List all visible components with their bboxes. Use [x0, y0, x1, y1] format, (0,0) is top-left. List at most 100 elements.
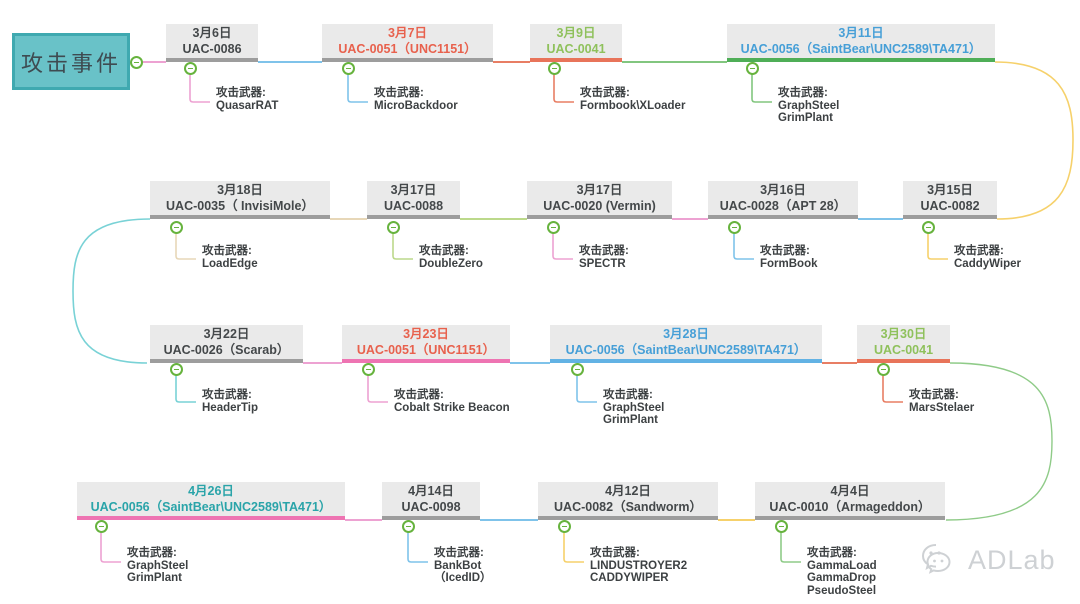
minus-node-icon[interactable]	[728, 221, 741, 234]
event-date: 3月28日	[663, 327, 709, 341]
weapon-callout: 攻击武器: BankBot （IcedID）	[434, 547, 492, 585]
weapon-callout: 攻击武器: MicroBackdoor	[374, 87, 458, 112]
minus-node-icon[interactable]	[877, 363, 890, 376]
weapon-label: 攻击武器:	[216, 87, 266, 99]
event-date: 3月22日	[203, 327, 250, 341]
weapon-callout: 攻击武器: GraphSteel GrimPlant	[778, 87, 839, 125]
event-actor: UAC-0010（Armageddon）	[769, 500, 931, 514]
drop-apr14	[407, 532, 428, 563]
minus-node-icon[interactable]	[547, 221, 560, 234]
event-actor: UAC-0051（UNC1151）	[356, 343, 496, 357]
weapon-value: GraphSteel GrimPlant	[127, 559, 189, 585]
weapon-value: FormBook	[760, 257, 818, 270]
drop-mar30	[882, 375, 903, 403]
event-date: 3月16日	[760, 183, 806, 197]
minus-node-icon[interactable]	[775, 520, 788, 533]
event-date: 3月17日	[576, 183, 623, 197]
drop-mar6	[189, 74, 210, 103]
weapon-label: 攻击武器:	[760, 245, 810, 257]
weapon-label: 攻击武器:	[580, 87, 630, 99]
event-box-mar11: 3月11日 UAC-0056（SaintBear\UNC2589\TA471）	[727, 24, 995, 62]
minus-node-icon[interactable]	[548, 62, 561, 75]
event-actor: UAC-0056（SaintBear\UNC2589\TA471）	[90, 500, 332, 514]
minus-node-icon[interactable]	[362, 363, 375, 376]
drop-mar17-vermin	[552, 233, 573, 260]
minus-node-icon[interactable]	[342, 62, 355, 75]
event-box-apr12: 4月12日 UAC-0082（Sandworm）	[538, 482, 718, 520]
event-actor: UAC-0082	[920, 199, 980, 213]
weapon-label: 攻击武器:	[603, 389, 653, 401]
minus-node-icon[interactable]	[402, 520, 415, 533]
adlab-watermark: ADLab	[920, 542, 1056, 578]
weapon-value: GraphSteel GrimPlant	[778, 99, 840, 125]
event-date: 4月14日	[408, 484, 454, 498]
weapon-callout: 攻击武器: MarsStelaer	[909, 389, 974, 414]
weapon-callout: 攻击武器: Formbook\XLoader	[580, 87, 685, 112]
event-box-mar22: 3月22日 UAC-0026（Scarab）	[150, 325, 303, 363]
weapon-callout: 攻击武器: GraphSteel GrimPlant	[603, 389, 664, 427]
minus-node-icon[interactable]	[387, 221, 400, 234]
event-box-mar17: 3月17日 UAC-0088	[367, 181, 460, 219]
drop-mar22	[175, 375, 196, 403]
minus-node-icon[interactable]	[130, 56, 143, 69]
event-box-mar7: 3月7日 UAC-0051（UNC1151）	[322, 24, 493, 62]
event-date: 3月7日	[388, 26, 427, 40]
event-box-mar15: 3月15日 UAC-0082	[903, 181, 997, 219]
event-box-mar23: 3月23日 UAC-0051（UNC1151）	[342, 325, 510, 363]
drop-apr26	[100, 532, 121, 563]
event-date: 3月11日	[838, 26, 884, 40]
event-date: 4月4日	[830, 484, 870, 498]
minus-node-icon[interactable]	[95, 520, 108, 533]
weapon-label: 攻击武器:	[434, 547, 484, 559]
curve-right-row3-row4	[945, 362, 1053, 521]
drop-apr4	[780, 532, 801, 563]
drop-mar23	[367, 375, 388, 403]
minus-node-icon[interactable]	[571, 363, 584, 376]
event-actor: UAC-0026（Scarab）	[163, 343, 290, 357]
weapon-value: MicroBackdoor	[374, 99, 458, 112]
event-box-mar17-vermin: 3月17日 UAC-0020 (Vermin)	[527, 181, 672, 219]
drop-mar11	[751, 74, 772, 103]
weapon-label: 攻击武器:	[374, 87, 424, 99]
event-box-mar28: 3月28日 UAC-0056（SaintBear\UNC2589\TA471）	[550, 325, 822, 363]
weapon-callout: 攻击武器: CaddyWiper	[954, 245, 1021, 270]
weapon-callout: 攻击武器: Cobalt Strike Beacon	[394, 389, 510, 414]
weapon-label: 攻击武器:	[954, 245, 1004, 257]
minus-node-icon[interactable]	[170, 363, 183, 376]
weapon-callout: 攻击武器: LoadEdge	[202, 245, 258, 270]
weapon-label: 攻击武器:	[394, 389, 444, 401]
minus-node-icon[interactable]	[184, 62, 197, 75]
weapon-callout: 攻击武器: DoubleZero	[419, 245, 483, 270]
event-actor: UAC-0086	[182, 42, 242, 56]
drop-mar28	[576, 375, 597, 403]
weapon-label: 攻击武器:	[807, 547, 857, 559]
curve-left-row2-row3	[72, 218, 151, 364]
weapon-label: 攻击武器:	[778, 87, 828, 99]
drop-mar17	[392, 233, 413, 260]
weapon-value: SPECTR	[579, 257, 626, 270]
drop-mar18	[175, 233, 196, 260]
event-box-mar6: 3月6日 UAC-0086	[166, 24, 258, 62]
event-date: 3月18日	[217, 183, 263, 197]
weapon-value: Formbook\XLoader	[580, 99, 686, 112]
event-date: 3月15日	[927, 183, 973, 197]
drop-apr12	[563, 532, 584, 563]
weapon-label: 攻击武器:	[202, 389, 252, 401]
event-actor: UAC-0035（ InvisiMole）	[166, 199, 314, 213]
event-box-apr26: 4月26日 UAC-0056（SaintBear\UNC2589\TA471）	[77, 482, 345, 520]
event-date: 4月12日	[605, 484, 651, 498]
event-actor: UAC-0020 (Vermin)	[543, 199, 656, 213]
minus-node-icon[interactable]	[558, 520, 571, 533]
event-actor: UAC-0056（SaintBear\UNC2589\TA471）	[565, 343, 807, 357]
weapon-value: MarsStelaer	[909, 401, 975, 414]
event-actor: UAC-0088	[383, 199, 444, 213]
wechat-icon	[921, 544, 951, 574]
minus-node-icon[interactable]	[746, 62, 759, 75]
minus-node-icon[interactable]	[170, 221, 183, 234]
watermark-text: ADLab	[968, 544, 1056, 575]
minus-node-icon[interactable]	[922, 221, 935, 234]
weapon-value: LINDUSTROYER2 CADDYWIPER	[590, 559, 688, 585]
drop-mar9	[553, 74, 574, 103]
root-title-label: 攻击事件	[20, 50, 121, 76]
weapon-value: Cobalt Strike Beacon	[394, 401, 510, 414]
